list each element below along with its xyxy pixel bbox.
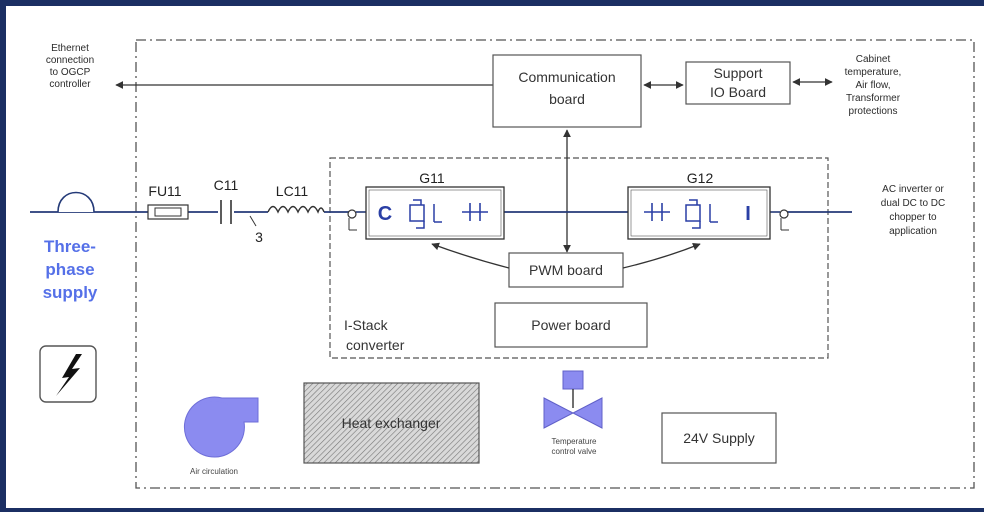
communication-board-label: Communication xyxy=(518,69,615,85)
inductor-symbol xyxy=(267,205,325,214)
ethernet-note: Ethernet connection to OGCP controller xyxy=(46,43,94,90)
communication-board xyxy=(492,54,642,128)
temperature-valve-icon xyxy=(543,370,603,429)
svg-text:application: application xyxy=(889,226,937,237)
three-phase-supply-label: Three- phase supply xyxy=(43,237,98,302)
svg-text:dual DC to DC: dual DC to DC xyxy=(881,198,945,209)
thyristor-icon-2 xyxy=(685,199,718,229)
svg-text:phase: phase xyxy=(45,260,94,279)
lightning-icon xyxy=(56,354,82,396)
svg-text:I-Stack: I-Stack xyxy=(344,317,389,333)
svg-text:supply: supply xyxy=(43,283,98,302)
svg-text:AC inverter or: AC inverter or xyxy=(882,184,944,195)
pwm-g12-arrow xyxy=(622,242,701,269)
terminal-left xyxy=(347,209,357,219)
svg-text:protections: protections xyxy=(849,106,898,117)
svg-text:connection: connection xyxy=(46,55,94,66)
ac-note: AC inverter or dual DC to DC chopper to … xyxy=(881,184,945,237)
svg-text:Three-: Three- xyxy=(44,237,96,256)
supply-24v xyxy=(661,412,777,464)
g12-label: G12 xyxy=(687,170,714,186)
istack-boundary xyxy=(329,157,829,359)
svg-text:controller: controller xyxy=(49,79,91,90)
capacitor-bank-icon xyxy=(462,203,488,221)
power-board-label: Power board xyxy=(531,317,610,333)
valve-label: Temperature xyxy=(552,437,597,446)
air-circulation-label: Air circulation xyxy=(190,467,238,476)
pwm-g11-arrow xyxy=(431,242,510,269)
support-io-label: Support xyxy=(713,65,762,81)
g11-letter: C xyxy=(378,203,392,225)
capacitor-bank-icon-2 xyxy=(644,203,670,221)
air-circulation-fan-icon xyxy=(183,396,259,458)
thyristor-icon xyxy=(409,199,442,229)
g11-module xyxy=(365,186,505,240)
heat-exchanger xyxy=(303,382,480,464)
pwm-board-label: PWM board xyxy=(529,262,603,278)
heat-exchanger-label: Heat exchanger xyxy=(342,415,441,431)
pwm-board xyxy=(508,252,624,288)
supply-arc-symbol xyxy=(57,191,95,213)
support-io-label-2: IO Board xyxy=(710,84,766,100)
communication-board-label-2: board xyxy=(549,91,585,107)
istack-label: I-Stack converter xyxy=(344,317,405,353)
support-io-board xyxy=(685,61,791,105)
valve-label-2: control valve xyxy=(552,447,597,456)
phase-count: 3 xyxy=(255,229,263,245)
svg-text:to OGCP: to OGCP xyxy=(50,67,91,78)
svg-text:Transformer: Transformer xyxy=(846,93,901,104)
svg-text:converter: converter xyxy=(346,337,405,353)
power-board xyxy=(494,302,648,348)
svg-text:temperature,: temperature, xyxy=(845,67,902,78)
inductor-label: LC11 xyxy=(276,183,309,199)
svg-text:Ethernet: Ethernet xyxy=(51,43,89,54)
svg-text:Air flow,: Air flow, xyxy=(855,80,890,91)
svg-text:chopper to: chopper to xyxy=(889,212,937,223)
fuse-label: FU11 xyxy=(148,183,181,199)
svg-text:Cabinet: Cabinet xyxy=(856,54,891,65)
g11-label: G11 xyxy=(419,170,445,186)
g12-letter: I xyxy=(745,203,751,225)
cabinet-note: Cabinet temperature, Air flow, Transform… xyxy=(845,54,902,117)
terminal-right xyxy=(779,209,789,219)
cabinet-boundary xyxy=(135,39,975,489)
capacitor-label: C11 xyxy=(214,177,239,193)
supply-24v-label: 24V Supply xyxy=(683,430,755,446)
